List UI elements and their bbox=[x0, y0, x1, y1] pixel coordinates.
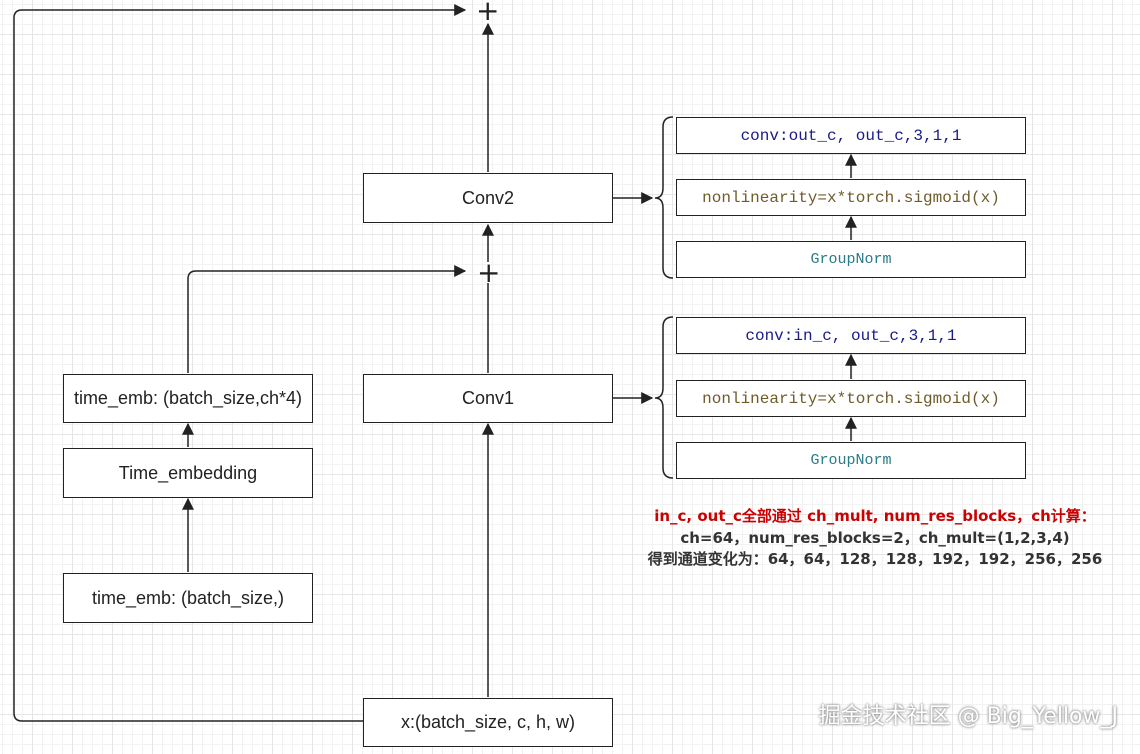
input-x-box: x:(batch_size, c, h, w) bbox=[363, 698, 613, 747]
top-add-node: + bbox=[476, 0, 500, 27]
watermark: 掘金技术社区 @ Big_Yellow_J bbox=[818, 704, 1118, 729]
conv2-brace bbox=[654, 116, 674, 279]
time-emb-input-box: time_emb: (batch_size,) bbox=[63, 573, 313, 623]
conv2-groupnorm-box: GroupNorm bbox=[676, 241, 1026, 278]
channel-note-result: 得到通道变化为：64，64，128，128，192，192，256，256 bbox=[647, 550, 1103, 568]
conv2-conv-layer-box: conv:out_c, out_c,3,1,1 bbox=[676, 117, 1026, 154]
time-emb-output-box: time_emb: (batch_size,ch*4) bbox=[63, 374, 313, 423]
conv2-nonlinearity-box: nonlinearity=x*torch.sigmoid(x) bbox=[676, 179, 1026, 216]
conv1-groupnorm-box: GroupNorm bbox=[676, 442, 1026, 479]
conv2-box: Conv2 bbox=[363, 173, 613, 223]
conv1-brace bbox=[654, 316, 674, 479]
channel-note-params: ch=64，num_res_blocks=2，ch_mult=(1,2,3,4) bbox=[680, 529, 1070, 547]
conv1-box: Conv1 bbox=[363, 374, 613, 423]
middle-add-node: + bbox=[477, 256, 501, 289]
channel-note-title: in_c, out_c全部通过 ch_mult, num_res_blocks，… bbox=[654, 507, 1096, 525]
time-embedding-box: Time_embedding bbox=[63, 448, 313, 498]
conv1-conv-layer-box: conv:in_c, out_c,3,1,1 bbox=[676, 317, 1026, 354]
conv1-nonlinearity-box: nonlinearity=x*torch.sigmoid(x) bbox=[676, 380, 1026, 417]
time-emb-to-plus-arrow bbox=[187, 265, 467, 373]
skip-connection-arrow bbox=[13, 4, 467, 722]
